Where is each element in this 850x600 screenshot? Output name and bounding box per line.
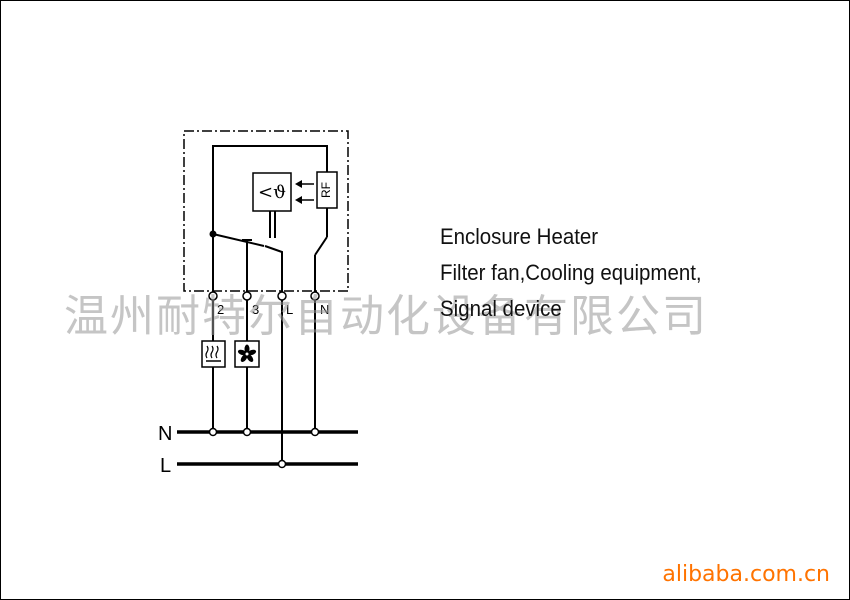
internal-wiring: [212, 145, 328, 295]
terminal-label-n: N: [320, 302, 329, 317]
watermark-text: 温州耐特尔自动化设备有限公司: [64, 291, 708, 342]
site-watermark: alibaba.com.cn: [662, 562, 830, 587]
label-enclosure-heater: Enclosure Heater: [440, 224, 599, 249]
label-signal-device: Signal device: [440, 296, 562, 321]
live-bus-label: L: [160, 455, 171, 477]
label-filter-fan: Filter fan,Cooling equipment,: [440, 260, 702, 285]
thermostat-box: [252, 172, 292, 212]
fan-icon: [234, 340, 260, 368]
terminal-label-l: L: [286, 302, 293, 317]
terminal-label-2: 2: [217, 302, 224, 317]
terminal-label-3: 3: [252, 302, 259, 317]
signal-arrows: [295, 180, 314, 204]
junction-dot: [209, 230, 217, 238]
thermostat-symbol: <ϑ: [258, 182, 286, 203]
heater-icon: [201, 340, 226, 368]
rf-box: [316, 171, 338, 209]
terminal-labels: 2 3 L N: [217, 302, 329, 317]
neutral-bus-label: N: [158, 423, 172, 445]
bus-junctions: [208, 427, 320, 469]
enclosure-boundary: [183, 130, 349, 292]
external-wiring: [212, 300, 316, 464]
rf-label: RF: [319, 182, 333, 198]
